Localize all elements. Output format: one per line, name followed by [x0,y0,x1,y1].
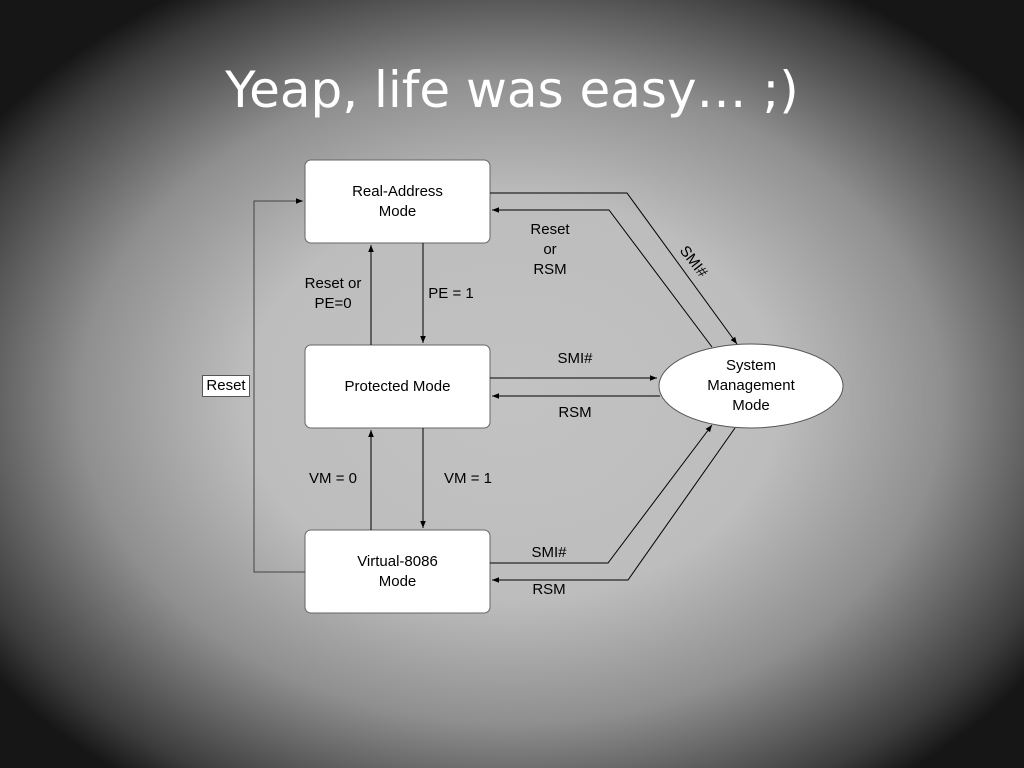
v86-to-protected-label: VM = 0 [309,470,357,487]
protected-to-v86-label: VM = 1 [444,470,492,487]
v86-to-smm-arrow [490,424,713,564]
protected-to-smm-label: SMI# [557,350,593,367]
v86-to-smm-label: SMI# [531,544,567,561]
protected-mode-box [304,344,491,429]
v86-to-real-reset-arrow [253,198,305,573]
protected-mode-label: Protected Mode [344,377,451,395]
slide-title: Yeap, life was easy… ;) [225,61,799,119]
system-management-mode-label: System Management Mode [707,357,795,414]
smm-to-protected-label: RSM [558,404,592,421]
smm-to-real-arrow [492,207,713,348]
smm-to-v86-arrow [492,427,736,583]
smm-to-v86-label: RSM [532,581,566,598]
v86-to-real-reset-label: Reset [202,375,250,397]
real-address-mode-box [304,159,491,244]
real-address-mode-label: Real-Address Mode [352,182,443,220]
real-to-protected-label: PE = 1 [428,285,474,302]
real-to-smm-arrow [490,192,738,345]
protected-to-real-label: Reset or PE=0 [304,275,362,312]
system-management-mode-ellipse [658,343,844,429]
smm-to-real-label: Reset or RSM [530,221,570,278]
virtual-8086-mode-label: Virtual-8086 Mode [357,552,438,590]
